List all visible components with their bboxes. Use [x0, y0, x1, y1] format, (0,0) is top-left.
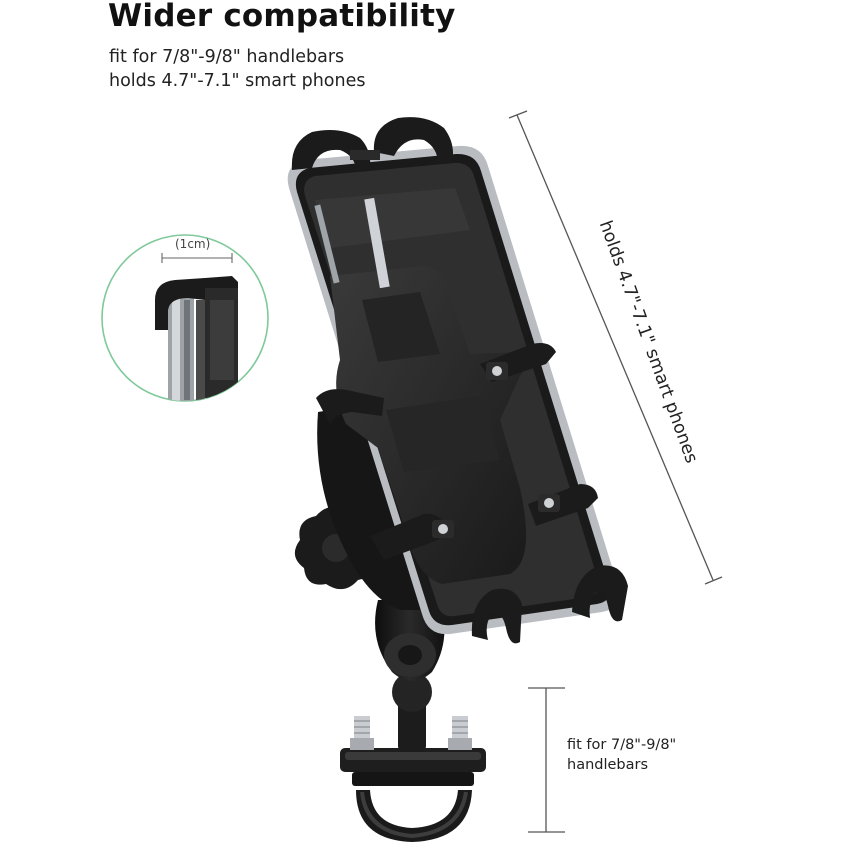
handlebar-dimension-line	[528, 687, 565, 833]
handlebar-size-label-2: handlebars	[567, 757, 649, 773]
phone-size-dimension-line	[508, 110, 723, 585]
subtitle-handlebars: fit for 7/8"-9/8" handlebars	[109, 47, 345, 67]
subtitle-phones: holds 4.7"-7.1" smart phones	[109, 71, 366, 91]
clamp-detail-circle	[101, 234, 269, 402]
side-arms	[316, 343, 598, 560]
handlebar-size-label: fit for 7/8"-9/8"	[567, 737, 677, 753]
zoom-measure-label: (1cm)	[175, 237, 211, 251]
handlebar-clamp	[340, 672, 486, 842]
page-title: Wider compatibility	[108, 0, 456, 34]
bottom-claws	[471, 565, 628, 644]
top-claws	[291, 117, 453, 172]
cradle-plate	[314, 197, 527, 584]
